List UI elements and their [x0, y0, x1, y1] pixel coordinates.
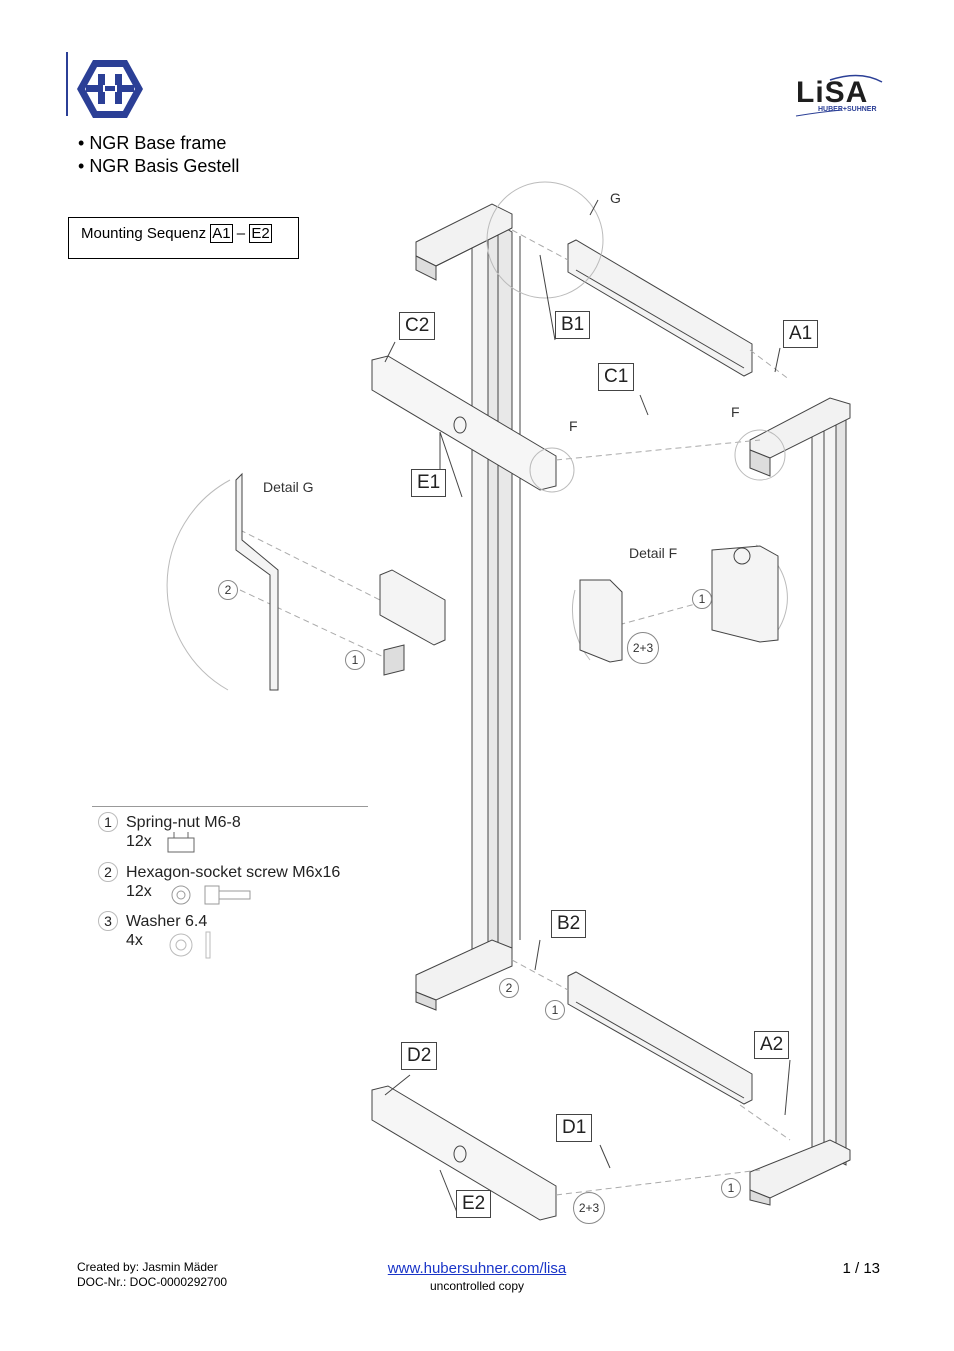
part-name: Hexagon-socket screw M6x16 — [126, 864, 341, 881]
callout-a1: A1 — [783, 320, 819, 348]
title-bullets: NGR Base frame NGR Basis Gestell — [78, 132, 239, 178]
uncontrolled-copy-note: uncontrolled copy — [429, 1279, 525, 1293]
detail-f-letter-left: F — [569, 418, 578, 434]
pos-number: 1 — [545, 1000, 565, 1020]
screw-icon — [171, 885, 251, 905]
detail-f-title: Detail F — [629, 545, 678, 561]
page-number: 1 / 13 — [842, 1260, 880, 1277]
detail-g-marker — [486, 181, 604, 299]
callout-b1: B1 — [555, 311, 591, 339]
lisa-wordmark: LiSA — [796, 76, 869, 109]
part-item-1: 1 Spring-nut M6-8 — [98, 812, 241, 832]
mounting-sequence-box: Mounting Sequenz A1 – E2 — [68, 217, 299, 259]
parts-list-rule — [92, 806, 368, 807]
part-qty: 12x — [126, 833, 152, 850]
footer-center: www.hubersuhner.com/lisa uncontrolled co… — [0, 1260, 954, 1293]
callout-d1: D1 — [556, 1114, 593, 1142]
part-number: 2 — [98, 862, 118, 882]
pos-number: 2 — [218, 580, 238, 600]
pos-number: 1 — [692, 589, 712, 609]
part-number: 1 — [98, 812, 118, 832]
spring-nut-icon — [167, 832, 195, 853]
guide-lines — [239, 229, 791, 1196]
sequence-start-tag: A1 — [210, 224, 233, 243]
pos-number: 1 — [345, 650, 365, 670]
part-number: 3 — [98, 911, 118, 931]
lisa-subtext: HUBER+SUHNER — [818, 106, 877, 113]
part-qty: 4x — [126, 932, 143, 949]
callout-b2: B2 — [551, 910, 587, 938]
part-name: Spring-nut M6-8 — [126, 814, 241, 831]
top-rear-beam — [567, 239, 753, 377]
footer-meta: Created by: Jasmin Mäder DOC-Nr.: DOC-00… — [77, 1260, 227, 1290]
bottom-left-bracket — [415, 939, 513, 1011]
lisa-logo: LiSA HUBER+SUHNER — [790, 72, 888, 122]
top-right-bracket — [749, 397, 851, 477]
detail-f-letter-right: F — [731, 404, 740, 420]
detail-g-title: Detail G — [263, 479, 314, 495]
created-by: Created by: Jasmin Mäder — [77, 1260, 218, 1274]
brand-bar — [66, 52, 68, 116]
left-upright — [471, 216, 521, 960]
part-name: Washer 6.4 — [126, 913, 208, 930]
pos-number: 2 — [499, 978, 519, 998]
part-item-3: 3 Washer 6.4 — [98, 911, 207, 931]
callout-c2: C2 — [399, 312, 436, 340]
detail-g-letter: G — [610, 190, 621, 206]
pos-number: 2+3 — [573, 1192, 605, 1224]
website-link[interactable]: www.hubersuhner.com/lisa — [387, 1260, 567, 1277]
part-item-2: 2 Hexagon-socket screw M6x16 — [98, 862, 340, 882]
huber-suhner-logo-icon — [77, 60, 143, 118]
callout-a2: A2 — [754, 1031, 790, 1059]
sequence-prefix: Mounting Sequenz — [81, 225, 207, 242]
bottom-right-bracket — [749, 1139, 851, 1206]
top-front-beam — [371, 355, 557, 491]
callout-d2: D2 — [401, 1042, 438, 1070]
sequence-end-tag: E2 — [249, 224, 272, 243]
callout-e1: E1 — [411, 469, 447, 497]
pos-number: 1 — [721, 1178, 741, 1198]
part-qty: 12x — [126, 883, 152, 900]
callout-c1: C1 — [598, 363, 635, 391]
pos-number: 2+3 — [627, 632, 659, 664]
detail-f-view — [571, 544, 788, 663]
right-upright — [811, 403, 847, 1176]
detail-g-view — [166, 472, 446, 691]
bullet-de: NGR Basis Gestell — [78, 155, 239, 178]
bullet-en: NGR Base frame — [78, 132, 239, 155]
bottom-rear-beam — [567, 971, 753, 1105]
lisa-swoosh-icon — [795, 74, 883, 117]
detail-f-marker-right — [734, 429, 786, 481]
bottom-front-beam — [371, 1085, 557, 1221]
sequence-separator: – — [236, 225, 246, 242]
doc-number: DOC-Nr.: DOC-0000292700 — [77, 1275, 228, 1289]
washer-icon — [169, 931, 211, 959]
callout-e2: E2 — [456, 1190, 492, 1218]
detail-f-marker-left — [529, 447, 575, 493]
top-left-bracket — [415, 203, 513, 281]
